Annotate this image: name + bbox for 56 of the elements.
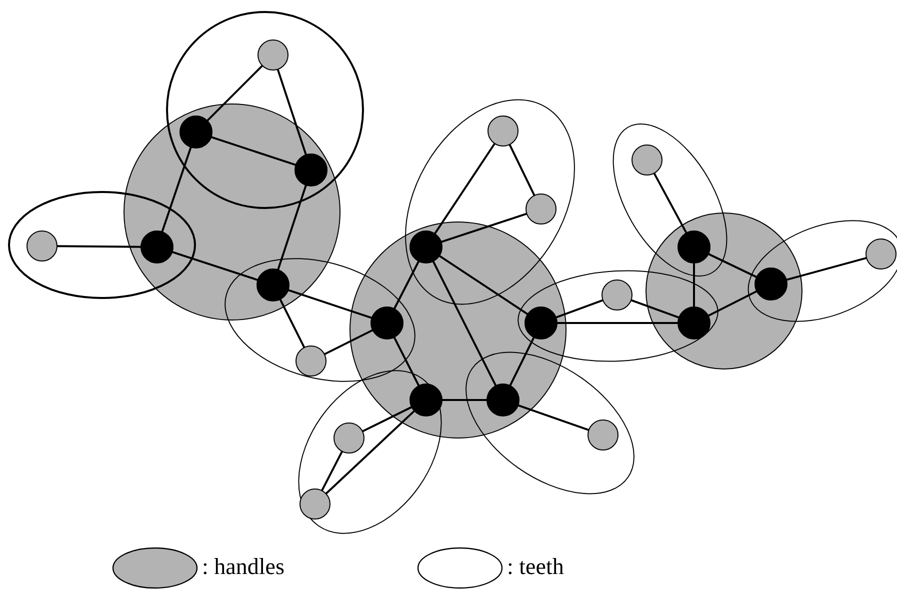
edge-line xyxy=(161,146,192,232)
edge-line xyxy=(320,450,344,492)
edge-line xyxy=(442,399,487,401)
edge-line xyxy=(708,290,758,317)
edge-line xyxy=(434,142,496,234)
edge-line xyxy=(708,253,758,278)
edge-line xyxy=(786,256,867,281)
vertex xyxy=(488,116,518,146)
edge-line xyxy=(438,254,528,316)
edge-line xyxy=(556,299,604,318)
vertex xyxy=(588,420,618,450)
filled-vertex xyxy=(486,384,520,416)
edge-line xyxy=(56,245,141,248)
edge-line xyxy=(210,136,296,166)
edge-line xyxy=(393,336,420,386)
edge-line xyxy=(653,172,688,234)
edge-line xyxy=(440,212,528,243)
edge-line xyxy=(276,68,307,156)
filled-vertex xyxy=(140,230,174,264)
edge-line xyxy=(509,336,535,386)
vertex xyxy=(258,40,288,70)
filled-vertex xyxy=(678,306,710,340)
filled-vertex xyxy=(294,154,328,186)
filled-vertex xyxy=(678,230,710,264)
edge-line xyxy=(630,299,680,318)
filled-vertex xyxy=(754,268,788,300)
edge-line xyxy=(557,322,678,324)
edge-line xyxy=(277,184,307,270)
edge-line xyxy=(693,263,695,307)
vertex xyxy=(334,422,364,454)
edge-line xyxy=(362,406,412,432)
edge-line xyxy=(324,329,374,356)
legend-label: : handles xyxy=(202,554,284,580)
vertex xyxy=(632,144,662,176)
vertex xyxy=(296,346,326,376)
edge-line xyxy=(172,251,258,281)
filled-vertex xyxy=(370,306,404,340)
filled-vertex xyxy=(256,268,290,302)
vertex xyxy=(26,230,58,262)
filled-vertex xyxy=(524,306,558,340)
filled-vertex xyxy=(180,116,212,148)
edge-line xyxy=(508,144,536,196)
edge-line xyxy=(279,298,306,348)
vertex xyxy=(300,488,330,520)
edge-line xyxy=(206,64,264,122)
edge-line xyxy=(393,260,420,310)
filled-vertex xyxy=(410,230,442,264)
filled-vertex xyxy=(410,384,442,416)
edge-line xyxy=(288,289,372,319)
edge-line xyxy=(325,410,415,494)
edge-line xyxy=(518,404,590,431)
vertex xyxy=(526,194,556,224)
legend-label: : teeth xyxy=(507,554,564,580)
vertex xyxy=(602,280,632,310)
vertex xyxy=(866,238,896,270)
edge-line xyxy=(432,260,497,386)
